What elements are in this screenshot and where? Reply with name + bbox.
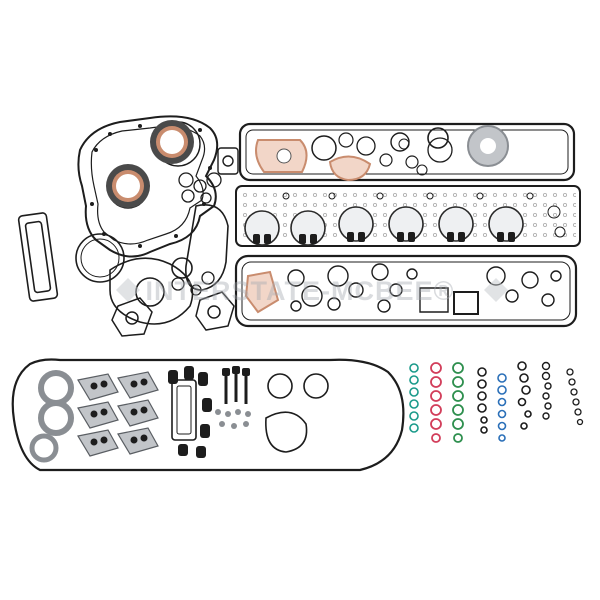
rubber-grommets [168,366,212,458]
valve-cover-seals [255,125,509,182]
oil-pump-gaskets [75,204,229,325]
o-ring-column-blue [497,373,507,442]
seal-rings-group [265,373,329,453]
exhaust-manifold-gaskets [77,371,159,457]
small-round-seals [171,172,222,296]
fuel-rail-gasket [171,379,197,441]
crank-seal-lower [106,164,150,208]
o-ring-column-teal [409,363,419,433]
head-gasket [235,185,581,247]
o-ring-column-black-1 [477,367,488,434]
water-pump-gaskets [217,147,239,175]
oil-pan-gasket [234,254,578,328]
oil-pan-seals [244,263,562,315]
split-rings [29,370,74,463]
crank-seal-upper [150,120,194,164]
valve-cover-gasket [238,122,576,182]
bolt-heads [222,366,250,376]
injector-washers [215,409,251,429]
rear-seal-ring [11,358,405,472]
o-ring-column-black-2 [517,361,532,430]
manifold-ports [90,378,148,446]
injector-bolts [224,372,248,404]
left-cover-gasket [17,212,59,302]
o-ring-column-black-4 [566,368,584,426]
watermark-logo-mark [116,278,508,302]
o-ring-column-green [452,362,464,443]
pump-gasket-small [111,291,235,337]
o-ring-column-black-3 [541,361,552,420]
o-ring-column-red [430,362,442,443]
